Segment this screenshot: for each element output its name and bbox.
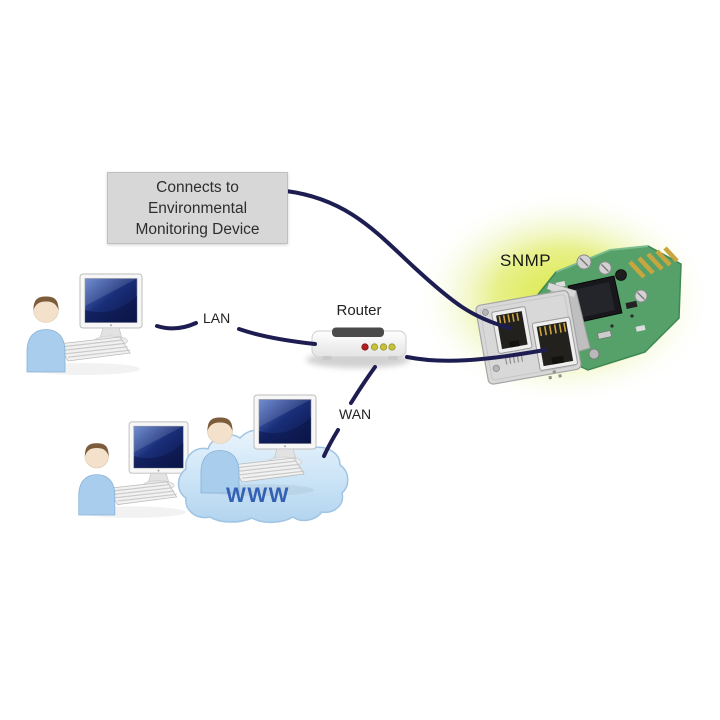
faceplate-screw-top [481,309,489,316]
faceplate-screw-bottom [492,364,500,372]
environmental-monitoring-box: Connects to Environmental Monitoring Dev… [107,172,288,244]
router-led-red [361,343,369,351]
cable-box-to-snmp [284,189,512,330]
router-led-1 [370,343,379,351]
faceplate-marks [504,354,524,365]
lan-line-left [155,321,198,331]
cloud-user-figure-left [78,421,189,519]
connection-lines [155,189,547,458]
router-device [306,327,410,368]
faceplate [475,289,582,385]
router-label: Router [336,302,382,319]
www-label: WWW [226,484,290,507]
lan-label: LAN [203,310,231,326]
router-top-slot [332,327,384,337]
router-led-2 [379,343,388,351]
router-led-3 [388,343,396,351]
router-foot-left [322,356,332,360]
network-glyph [548,370,562,380]
box-line-3: Monitoring Device [135,220,260,238]
chip-top [573,282,615,318]
box-line-2: Environmental [147,199,248,217]
gold-edge-connector [628,246,679,279]
wan-label: WAN [339,406,372,422]
snmp-label: SNMP [500,251,552,270]
rj45-port-2 [531,316,578,371]
cable-router-to-snmp [405,348,547,363]
lan-user-figure [26,273,143,376]
rj45-port-1 [491,306,533,354]
wan-line-top [349,365,377,405]
box-line-1: Connects to [156,178,239,196]
lan-line-right [237,327,317,346]
snmp-card [475,245,682,385]
router-foot-right [388,356,398,360]
wan-line-bottom [322,428,340,458]
